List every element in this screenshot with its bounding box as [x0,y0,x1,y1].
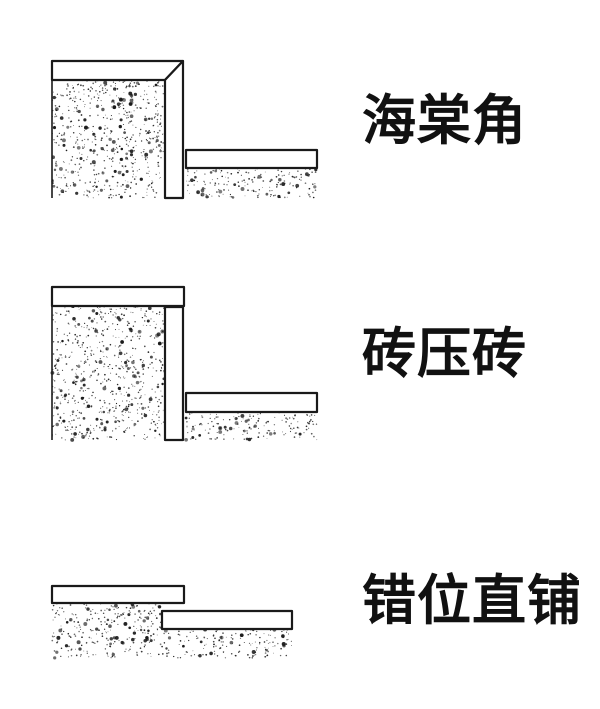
floor-tile [184,148,319,170]
diagram-tile-over-tile [50,285,319,442]
top-tile-mitered [50,59,185,82]
diagram-haitang-corner [50,59,319,200]
side-tile-mitered [163,59,185,200]
upper-tile [50,584,186,605]
diagram-staggered-laying [50,584,294,660]
side-tile [163,305,185,442]
top-tile [50,285,186,308]
lower-tile [160,609,294,631]
label-staggered-laying: 错位直铺 [362,569,582,632]
floor-tile [184,391,319,414]
label-tile-over-tile: 砖压砖 [362,322,527,385]
label-haitang-corner: 海棠角 [362,89,527,152]
